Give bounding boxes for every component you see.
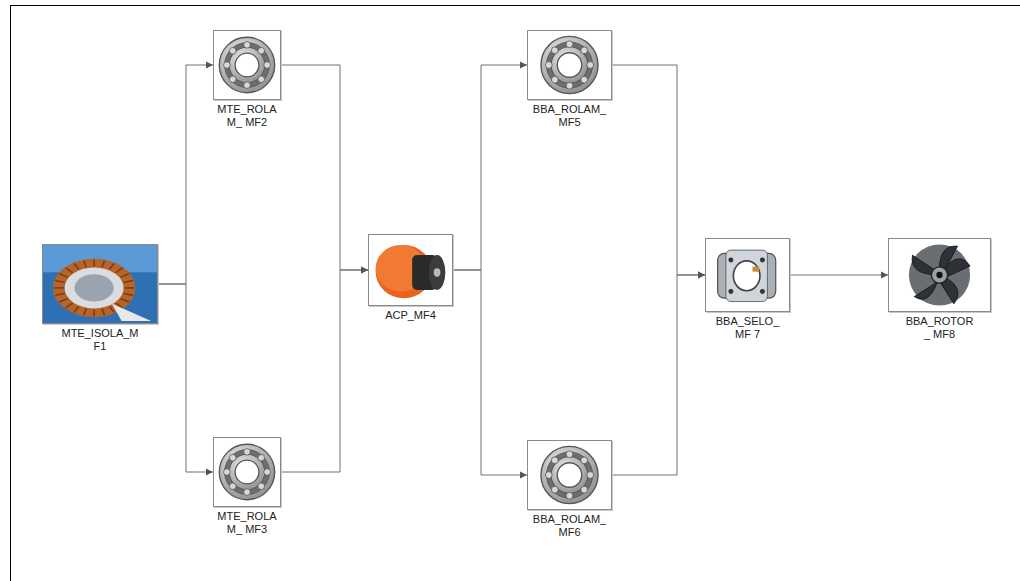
component-icon (527, 440, 612, 510)
component-node: MTE_ISOLA_M F1 (42, 244, 158, 353)
component-label: MTE_ROLAM_ MF3 (213, 510, 281, 536)
component-icon (213, 437, 281, 507)
flow-connector (790, 275, 888, 276)
component-label: BBA_ROLAM_ MF5 (530, 103, 610, 129)
component-node: BBA_ROTOR_ MF8 (888, 238, 991, 341)
bearing-icon (214, 438, 280, 506)
component-icon (368, 234, 453, 306)
coupling-icon (369, 235, 452, 305)
component-icon (527, 30, 612, 100)
flow-connector (612, 275, 705, 475)
impeller-icon (889, 239, 990, 311)
flow-connector (453, 270, 527, 475)
flow-connector (158, 284, 213, 472)
component-node: MTE_ROLAM_ MF3 (213, 437, 281, 536)
component-node: BBA_ROLAM_ MF6 (527, 440, 612, 539)
component-label: BBA_SELO_MF 7 (712, 315, 784, 341)
flow-connector (453, 65, 527, 270)
component-icon (42, 244, 158, 324)
component-node: BBA_ROLAM_ MF5 (527, 30, 612, 129)
flow-connector (158, 65, 213, 284)
flow-connector (612, 65, 705, 275)
component-icon (888, 238, 991, 312)
bearing-icon (528, 31, 611, 99)
component-node: BBA_SELO_MF 7 (705, 238, 790, 341)
component-icon (213, 30, 281, 100)
stator-icon (43, 245, 157, 323)
component-label: MTE_ISOLA_M F1 (61, 327, 139, 353)
component-node: ACP_MF4 (368, 234, 453, 322)
flow-connector (281, 65, 368, 270)
component-node: MTE_ROLAM_ MF2 (213, 30, 281, 129)
mechanical-seal-icon (706, 239, 789, 311)
component-icon (705, 238, 790, 312)
component-label: BBA_ROLAM_ MF6 (530, 513, 610, 539)
bearing-icon (214, 31, 280, 99)
component-label: MTE_ROLAM_ MF2 (213, 103, 281, 129)
flow-connector (281, 270, 368, 472)
component-label: ACP_MF4 (371, 309, 451, 322)
component-label: BBA_ROTOR_ MF8 (904, 315, 976, 341)
bearing-icon (528, 441, 611, 509)
